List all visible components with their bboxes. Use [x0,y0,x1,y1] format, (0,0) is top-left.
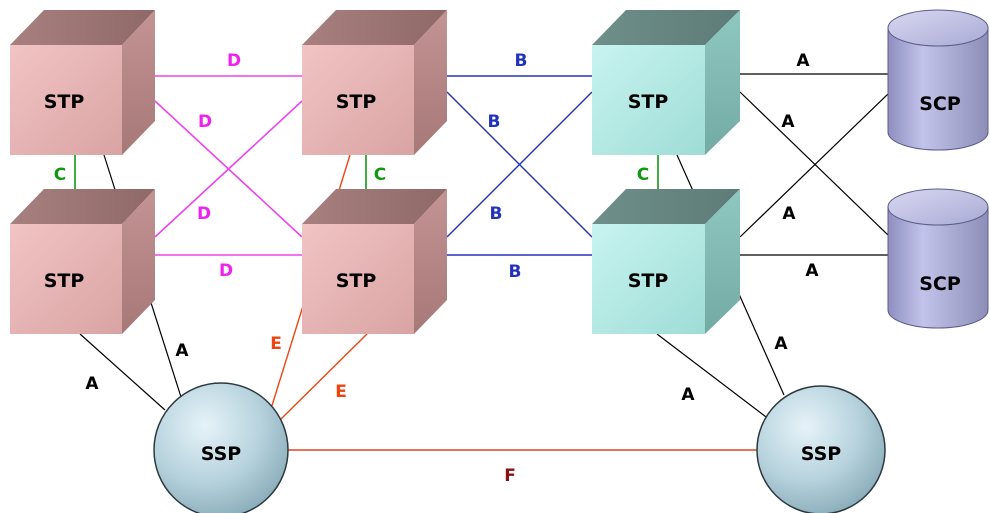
stp-node-1: STP [10,10,155,155]
network-nodes: STP STP STP STP STP [10,9,989,513]
stp-label: STP [44,91,85,113]
link-label-e: E [335,382,347,402]
stp-node-5: STP [592,10,740,155]
stp-cube-front [10,45,122,155]
link-label-a: A [796,51,810,71]
stp-label: STP [628,91,669,113]
stp-cube-top [10,189,155,224]
stp-cube-top [10,10,155,45]
stp-cube-top [302,189,447,224]
link-e-stp4-ssp1 [279,333,368,421]
link-label-d: D [227,51,241,71]
stp-cube-side [414,10,447,155]
stp-cube-top [592,189,740,224]
link-label-a: A [175,341,189,361]
link-label-d: D [219,261,233,281]
stp-cube-side [122,189,155,334]
link-label-a: A [781,112,795,132]
stp-cube-top [592,10,740,45]
ssp-sphere [153,382,289,513]
link-b-cross-2 [446,91,593,238]
stp-cube-front [592,45,705,155]
ssp-node-2: SSP [756,385,886,513]
scp-label: SCP [919,93,961,115]
link-a-stp3-ssp1 [79,333,166,411]
link-label-b: B [488,112,501,132]
stp-label: STP [336,91,377,113]
link-label-a: A [774,334,788,354]
stp-cube-side [705,189,740,334]
ssp-node-1: SSP [153,382,289,513]
stp-cube-front [592,224,705,334]
stp-node-6: STP [592,189,740,334]
ssp-label: SSP [801,443,842,465]
link-label-a: A [805,261,819,281]
link-label-d: D [198,112,212,132]
stp-cube-front [10,224,122,334]
link-label-d: D [197,204,211,224]
scp-cylinder-top [887,9,989,47]
stp-label: STP [44,270,85,292]
link-a-stp6-scp1 [739,91,891,238]
scp-cylinder-body [887,27,989,151]
scp-cylinder-body [887,206,989,329]
stp-node-4: STP [302,189,447,334]
stp-cube-side [122,10,155,155]
link-label-a: A [681,385,695,405]
scp-cylinder-top [887,188,989,226]
link-d-cross-2 [154,100,303,238]
link-label-a: A [85,374,99,394]
stp-label: STP [336,270,377,292]
stp-node-2: STP [302,10,447,155]
link-label-b: B [515,51,528,71]
stp-node-3: STP [10,189,155,334]
link-label-f: F [504,466,516,486]
stp-cube-side [705,10,740,155]
link-labels: D D D D B B B B C C C A A A A A A A A E … [54,51,820,486]
scp-node-1: SCP [887,9,989,151]
stp-cube-side [414,189,447,334]
stp-cube-front [302,224,414,334]
scp-label: SCP [919,273,961,295]
link-label-c: C [54,165,66,185]
link-label-c: C [637,165,649,185]
link-label-c: C [374,165,386,185]
ssp-sphere [756,385,886,513]
link-label-b: B [490,204,503,224]
stp-cube-front [302,45,414,155]
stp-label: STP [628,270,669,292]
link-label-b: B [509,262,522,282]
link-label-a: A [782,204,796,224]
link-label-e: E [270,334,282,354]
link-a-stp6-ssp2 [656,333,771,421]
stp-cube-top [302,10,447,45]
scp-node-2: SCP [887,188,989,329]
ssp-label: SSP [201,443,242,465]
